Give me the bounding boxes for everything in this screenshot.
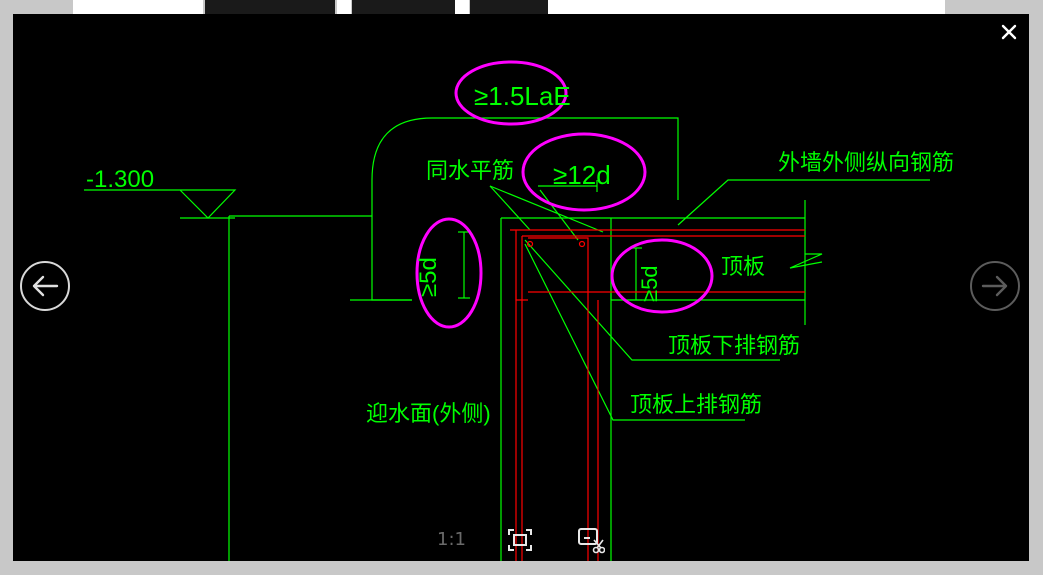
arrow-left-icon xyxy=(32,275,59,297)
image-viewer: -1.300 ≥1.5LaE ≥12d 同水平筋 外墙外侧纵向钢筋 顶板 顶板下… xyxy=(13,14,1029,561)
cad-drawing: -1.300 ≥1.5LaE ≥12d 同水平筋 外墙外侧纵向钢筋 顶板 顶板下… xyxy=(84,60,954,561)
fit-to-screen-icon xyxy=(508,529,532,551)
screenshot-icon xyxy=(578,528,606,554)
actual-size-button[interactable]: 1:1 xyxy=(437,529,466,550)
bend-5d-right-label: ≥5d xyxy=(637,265,662,302)
thumbnail-strip xyxy=(73,0,203,14)
bend-5d-left-label: ≥5d xyxy=(415,257,442,297)
previous-image-button[interactable] xyxy=(20,261,70,311)
elevation-label: -1.300 xyxy=(86,166,154,193)
close-button[interactable] xyxy=(997,20,1021,44)
outer-wall-vertical-bar-label: 外墙外侧纵向钢筋 xyxy=(778,150,954,175)
highlight-ellipses xyxy=(415,60,714,329)
roof-slab-label: 顶板 xyxy=(721,254,765,279)
same-as-horizontal-bar-label: 同水平筋 xyxy=(426,158,514,183)
fit-to-screen-button[interactable] xyxy=(507,528,533,552)
thumbnail[interactable] xyxy=(352,0,455,14)
screenshot-button[interactable] xyxy=(577,526,606,554)
anchorage-length-label: ≥1.5LaE xyxy=(474,81,571,111)
roof-slab-top-bars-label: 顶板上排钢筋 xyxy=(630,392,762,417)
next-image-button[interactable] xyxy=(970,261,1020,311)
thumbnail-strip xyxy=(337,0,351,14)
thumbnail[interactable] xyxy=(470,0,548,14)
thumbnail-strip xyxy=(548,0,945,14)
drawing-lines xyxy=(84,117,930,561)
thumbnail-strip xyxy=(455,0,469,14)
water-facing-side-label: 迎水面(外侧) xyxy=(366,401,491,426)
arrow-right-icon xyxy=(981,275,1008,297)
roof-slab-bottom-bars-label: 顶板下排钢筋 xyxy=(668,333,800,358)
close-icon xyxy=(1001,24,1017,40)
thumbnail[interactable] xyxy=(205,0,335,14)
bend-12d-label: ≥12d xyxy=(553,160,611,190)
rebar-lines xyxy=(510,229,805,561)
